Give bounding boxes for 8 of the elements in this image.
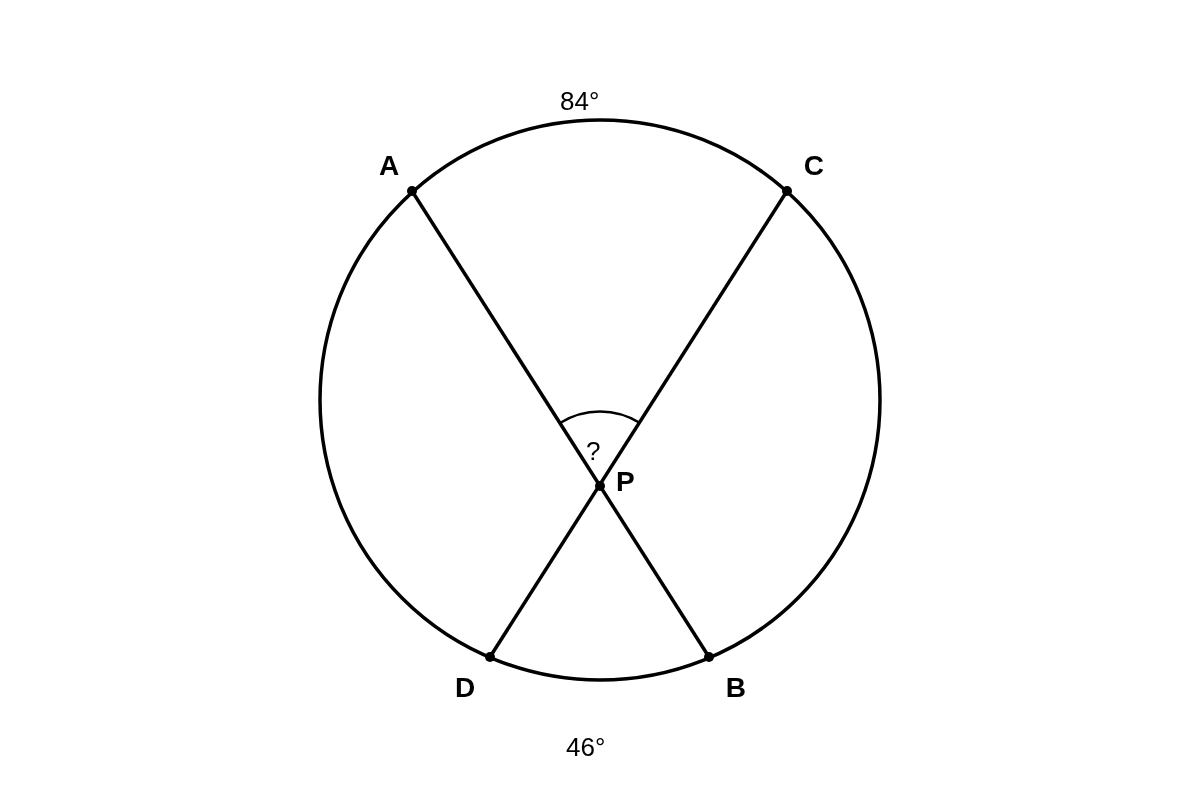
- point-label: A: [379, 152, 400, 180]
- arc-measure: 84°: [560, 88, 600, 114]
- point-label: C: [803, 152, 824, 180]
- point-label: D: [455, 674, 476, 702]
- angle-label: ?: [586, 438, 601, 464]
- point-label: P: [616, 468, 635, 496]
- point-label: B: [725, 674, 746, 702]
- arc-measure: 46°: [566, 734, 606, 760]
